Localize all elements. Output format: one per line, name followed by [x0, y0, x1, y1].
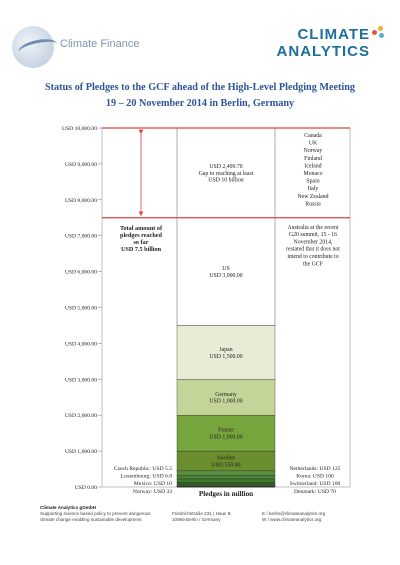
total-annotation: so far: [134, 239, 149, 246]
bar-segment: [176, 482, 276, 486]
x-axis-label: Pledges in million: [199, 490, 253, 498]
footer-contact-block: E / berlin@climateanalytics.org W / www.…: [262, 511, 325, 523]
y-tick-label: USD 2,000.00: [65, 413, 97, 419]
small-pledge-left: Mexico: USD 10: [134, 481, 172, 487]
globe-icon: [12, 26, 54, 68]
bar-segment: [176, 475, 276, 480]
gap-country-label: Iceland: [304, 163, 321, 169]
dots-icon: [372, 26, 386, 40]
australia-note: intend to contribute to: [287, 254, 338, 260]
y-tick-label: USD 0.00: [75, 485, 98, 491]
small-pledge-right: Netherlands: USD 125: [290, 466, 341, 472]
y-tick-label: USD 7,000.00: [65, 234, 97, 240]
bar-segment-label: USD 2,499.70: [209, 164, 242, 170]
y-tick-label: USD 10,000.00: [62, 126, 97, 132]
climate-analytics-logo: CLIMATE ANALYTICS: [276, 24, 388, 64]
bar-segment-label: Sweden: [217, 456, 235, 462]
footer-email: E / berlin@climateanalytics.org: [262, 511, 326, 516]
logo-right-line2: ANALYTICS: [276, 43, 370, 60]
footer-desc2: climate change enabling sustainable deve…: [40, 517, 142, 522]
y-tick-label: USD 9,000.00: [65, 162, 97, 168]
y-tick-label: USD 3,000.00: [65, 377, 97, 383]
small-pledge-right: Denmark: USD 70: [294, 489, 336, 495]
total-annotation: pledges reached: [120, 232, 163, 239]
gap-country-label: Spain: [306, 179, 319, 185]
footer-web: W / www.climateanalytics.org: [262, 517, 322, 522]
gap-country-label: Monaco: [304, 171, 323, 177]
bar-segment-label: Gap to reaching at least: [199, 171, 254, 177]
bar-segment: [176, 470, 276, 476]
y-tick-label: USD 4,000.00: [65, 341, 97, 347]
chart-title-line1: Status of Pledges to the GCF ahead of th…: [44, 82, 356, 93]
y-tick-label: USD 5,000.00: [65, 306, 97, 312]
bar-segment-label: USD 3,000.00: [209, 273, 242, 279]
total-annotation: USD 7.5 billion: [121, 246, 162, 253]
bar-segment: [176, 217, 276, 326]
bar-segment-label: France: [218, 428, 234, 434]
footer-address-block: Friedrichstraße 231 | Haus B 10969 Berli…: [172, 511, 231, 523]
australia-note: G20 summit, 15 - 16: [289, 232, 337, 238]
bar-segment-label: USD 550.00: [212, 462, 241, 468]
bar-segment-label: USD 1,000.00: [209, 435, 242, 441]
gap-country-label: Russia: [305, 201, 321, 207]
bar-segment: [176, 325, 276, 380]
small-pledge-left: Luxembourg: USD 6.8: [121, 474, 173, 480]
bar-segment-label: US: [222, 266, 229, 272]
total-annotation: Total amount of: [120, 225, 163, 232]
bar-segment: [176, 127, 276, 218]
bar-segment-label: USD 10 billion: [208, 178, 244, 184]
gap-country-label: UK: [309, 141, 318, 147]
australia-note: Australia at the recent: [287, 225, 338, 231]
footer-addr2: 10969 Berlin / Germany: [172, 517, 221, 522]
logo-right-line1: CLIMATE: [297, 26, 370, 43]
bar-segment: [176, 478, 276, 483]
bar-segment-label: USD 1,500.00: [209, 354, 242, 360]
small-pledge-left: Norway: USD 33: [133, 489, 172, 495]
bar-segment-label: USD 1,000.00: [209, 399, 242, 405]
footer-addr1: Friedrichstraße 231 | Haus B: [172, 511, 231, 516]
footer-org: Climate Analytics gGmbH: [40, 505, 96, 510]
y-tick-label: USD 6,000.00: [65, 270, 97, 276]
australia-note: November 2014,: [294, 239, 334, 245]
footer-org-block: Climate Analytics gGmbH Supporting scien…: [40, 505, 151, 523]
logo-left-text: Climate Finance: [60, 38, 140, 50]
footer-desc1: Supporting science based policy to preve…: [40, 511, 151, 516]
chart-title-line2: 19 – 20 November 2014 in Berlin, Germany: [105, 98, 295, 109]
gap-country-label: Italy: [308, 186, 319, 192]
gap-country-label: Canada: [304, 133, 322, 139]
y-tick-label: USD 8,000.00: [65, 198, 97, 204]
gap-country-label: Norway: [304, 148, 323, 154]
small-pledge-right: Korea: USD 100: [296, 474, 334, 480]
bar-segment-label: Germany: [215, 392, 237, 398]
climate-finance-logo: Climate Finance: [12, 24, 162, 68]
australia-note: restated that it does not: [286, 247, 340, 253]
gap-country-label: New Zealand: [297, 194, 328, 200]
australia-note: the GCF: [303, 261, 324, 267]
y-tick-label: USD 1,000.00: [65, 449, 97, 455]
small-pledge-right: Switzerland: USD 100: [290, 481, 341, 487]
small-pledge-left: Czech Republic: USD 5.5: [114, 466, 172, 472]
bar-segment: [176, 379, 276, 416]
bar-segment-label: Japan: [219, 347, 232, 353]
gap-country-label: Finland: [304, 156, 322, 162]
